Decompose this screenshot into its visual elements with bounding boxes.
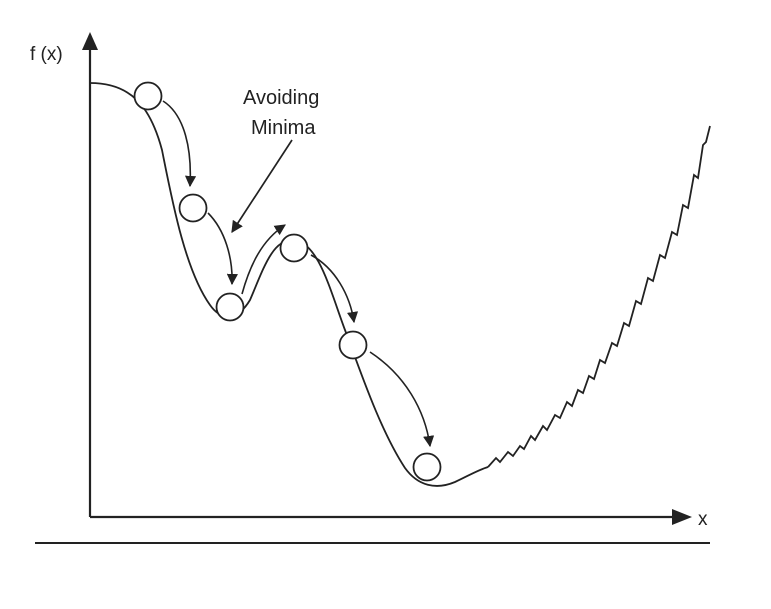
ball-4 [279, 233, 309, 263]
y-axis-label: f (x) [30, 44, 63, 65]
annotation-line-1: Avoiding [243, 87, 319, 109]
move-arrow-5 [369, 351, 435, 448]
energy-curve-jagged [487, 125, 711, 468]
move-arrow-4 [310, 254, 359, 324]
annotation-pointer-arrow [231, 139, 293, 233]
move-arrow-2 [207, 212, 238, 286]
ball-5 [338, 330, 368, 360]
ball-6 [412, 452, 442, 482]
move-arrow-3 [241, 224, 286, 295]
x-axis-label: x [698, 509, 708, 530]
annotation-line-2: Minima [251, 117, 316, 139]
y-axis-arrowhead [82, 32, 98, 50]
ball-2 [178, 193, 208, 223]
x-axis-arrowhead [672, 509, 692, 525]
move-arrow-1 [162, 100, 197, 188]
ball-3 [215, 292, 245, 322]
ball-1 [133, 81, 163, 111]
